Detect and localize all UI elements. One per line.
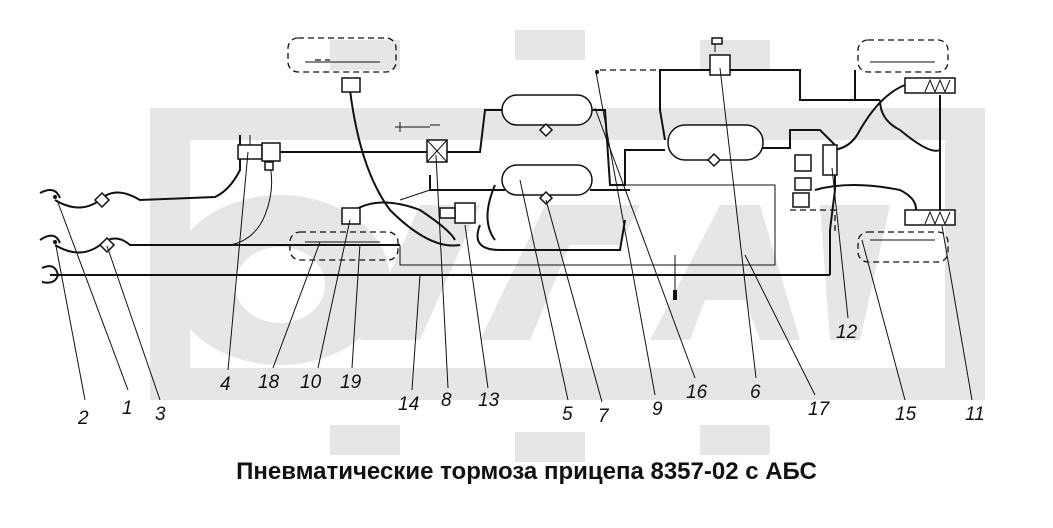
callout-1: 1 bbox=[122, 398, 133, 419]
callout-3: 3 bbox=[155, 404, 166, 425]
watermark-logo bbox=[150, 30, 985, 462]
callout-2: 2 bbox=[77, 408, 89, 429]
callout-10: 10 bbox=[300, 372, 322, 393]
callout-4: 4 bbox=[220, 374, 231, 395]
callout-labels: 2 1 3 4 18 10 19 14 8 13 5 7 9 16 6 17 1… bbox=[77, 322, 985, 429]
callout-12: 12 bbox=[836, 322, 858, 343]
wheels bbox=[287, 37, 949, 263]
callout-5: 5 bbox=[562, 404, 573, 425]
callout-13: 13 bbox=[478, 390, 500, 411]
callout-19: 19 bbox=[340, 372, 362, 393]
figure-caption: Пневматические тормоза прицепа 8357-02 с… bbox=[236, 458, 817, 485]
callout-18: 18 bbox=[258, 372, 280, 393]
callout-11: 11 bbox=[965, 404, 985, 425]
callout-9: 9 bbox=[652, 399, 663, 420]
callout-17: 17 bbox=[808, 399, 831, 420]
callout-15: 15 bbox=[895, 404, 917, 425]
callout-6: 6 bbox=[750, 382, 761, 403]
leader-lines bbox=[55, 67, 973, 403]
pipelines bbox=[50, 59, 941, 300]
callout-8: 8 bbox=[441, 390, 452, 411]
callout-16: 16 bbox=[686, 382, 708, 403]
callout-14: 14 bbox=[398, 394, 419, 415]
coupling-heads bbox=[39, 188, 116, 284]
valves bbox=[53, 37, 956, 244]
air-tanks bbox=[501, 94, 764, 206]
callout-7: 7 bbox=[598, 406, 610, 427]
